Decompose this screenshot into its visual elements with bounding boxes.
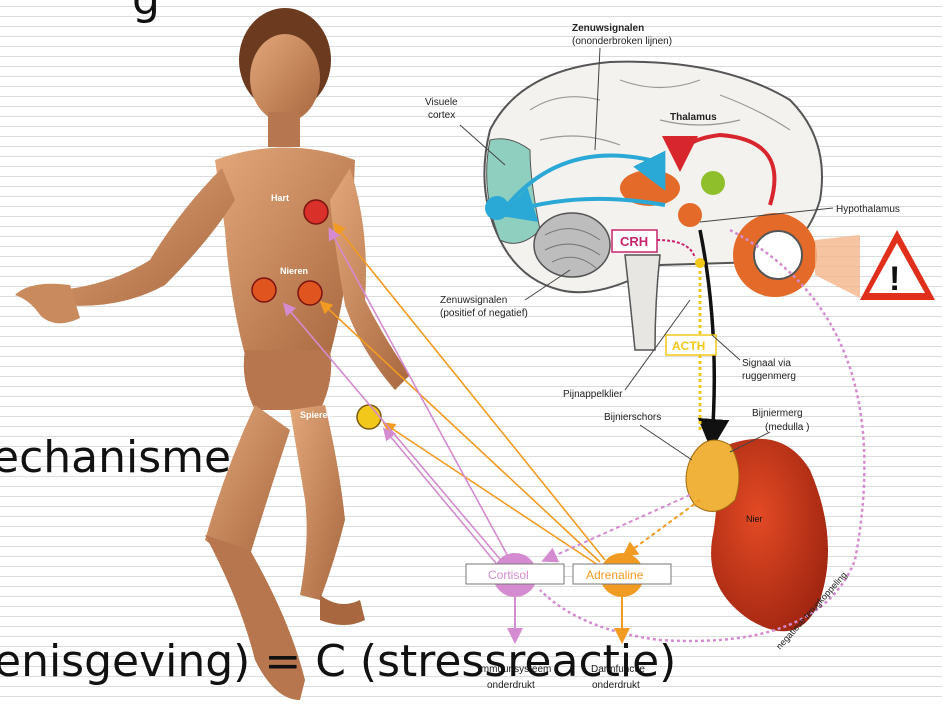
svg-text:!: ! — [889, 260, 900, 298]
svg-text:ruggenmerg: ruggenmerg — [742, 371, 796, 382]
svg-text:Bijniermerg: Bijniermerg — [752, 408, 803, 419]
svg-text:(medulla ): (medulla ) — [765, 422, 809, 433]
heart-label: Hart — [271, 193, 289, 203]
svg-text:(positief of negatief): (positief of negatief) — [440, 308, 528, 319]
svg-text:cortex: cortex — [428, 110, 455, 121]
svg-text:Thalamus: Thalamus — [670, 112, 717, 123]
adrenaline-node: Adrenaline — [573, 553, 671, 640]
kidney-label: Nier — [746, 514, 763, 524]
warning-icon: ! — [860, 230, 935, 300]
svg-text:Zenuwsignalen: Zenuwsignalen — [572, 23, 644, 34]
svg-text:Cortisol: Cortisol — [488, 568, 529, 582]
svg-text:Visuele: Visuele — [425, 97, 458, 108]
svg-text:Pijnappelklier: Pijnappelklier — [563, 389, 623, 400]
eye — [733, 213, 860, 298]
svg-text:Adrenaline: Adrenaline — [586, 568, 644, 582]
kidney-group: Nier — [686, 439, 828, 632]
svg-text:Zenuwsignalen: Zenuwsignalen — [440, 295, 507, 306]
slide-bottom-fragment: enisgeving) = C (stressreactie) — [0, 640, 676, 684]
muscles-label: Spieren — [300, 410, 333, 420]
kidney-right-marker — [298, 281, 322, 305]
svg-text:ACTH: ACTH — [672, 339, 705, 353]
kidney-left-marker — [252, 278, 276, 302]
svg-text:Bijnierschors: Bijnierschors — [604, 412, 661, 423]
svg-text:Signaal via: Signaal via — [742, 358, 791, 369]
svg-text:Hypothalamus: Hypothalamus — [836, 204, 900, 215]
kidneys-label: Nieren — [280, 266, 308, 276]
heart-marker — [304, 200, 328, 224]
svg-text:CRH: CRH — [620, 234, 648, 249]
cortisol-node: Cortisol — [466, 553, 564, 640]
muscle-marker — [357, 405, 381, 429]
human-figure — [15, 8, 410, 700]
svg-text:(ononderbroken lijnen): (ononderbroken lijnen) — [572, 36, 672, 47]
